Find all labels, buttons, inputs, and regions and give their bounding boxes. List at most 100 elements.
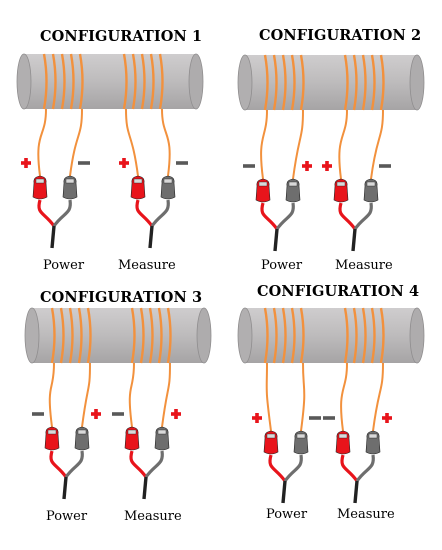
gray-wire	[144, 450, 164, 478]
panel-title: CONFIGURATION 2	[259, 27, 422, 44]
black-cord	[353, 480, 359, 504]
gray-wire	[283, 454, 303, 482]
measure-label: Measure	[118, 258, 176, 273]
coil-lead	[69, 108, 83, 177]
gray-wire	[64, 450, 84, 478]
panel-title: CONFIGURATION 1	[40, 28, 203, 45]
minus-sign	[112, 412, 124, 416]
coil-winding	[379, 54, 385, 111]
plus-sign	[91, 409, 101, 419]
black-cord	[50, 225, 56, 249]
coil-illustration	[24, 307, 212, 500]
coil-winding	[370, 54, 376, 111]
coil-lead	[81, 362, 91, 428]
coil-winding	[272, 54, 278, 111]
coil-winding	[290, 54, 296, 111]
coil-winding	[51, 53, 57, 110]
red-wire	[338, 202, 357, 230]
plus-sign	[382, 413, 392, 423]
panel-title: CONFIGURATION 3	[40, 289, 203, 306]
rod-body	[245, 308, 417, 363]
gray-plug	[160, 175, 176, 200]
coil-winding	[149, 53, 155, 110]
coil-illustration	[16, 53, 204, 249]
gray-wire	[52, 199, 72, 227]
coil-lead	[260, 109, 268, 180]
red-plug	[255, 178, 271, 203]
rod-body	[32, 308, 204, 363]
gray-plug	[363, 178, 379, 203]
gray-plug	[74, 426, 90, 451]
gray-plug	[293, 430, 309, 455]
power-label: Power	[43, 258, 85, 273]
red-wire	[49, 450, 68, 478]
coil-winding	[281, 307, 287, 364]
rod-right-end	[409, 54, 425, 111]
rod-left-end	[16, 53, 32, 110]
coil-winding	[263, 307, 269, 364]
measure-label: Measure	[335, 258, 393, 273]
configuration-panel-2: CONFIGURATION 2 Power Measure	[221, 0, 442, 275]
black-cord	[142, 476, 148, 500]
rod-left-end	[237, 54, 253, 111]
coil-winding	[140, 53, 146, 110]
coil-winding	[86, 307, 92, 364]
red-wire	[340, 454, 359, 482]
red-plug	[335, 430, 351, 455]
red-wire	[260, 202, 279, 230]
coil-winding	[77, 307, 83, 364]
red-wire	[37, 199, 56, 227]
coil-winding	[60, 53, 66, 110]
coil-winding	[352, 307, 358, 364]
gray-wire	[150, 199, 170, 227]
coil-winding	[59, 307, 65, 364]
coil-lead	[48, 362, 55, 428]
red-plug	[44, 426, 60, 451]
coil-lead	[161, 108, 171, 177]
red-plug	[124, 426, 140, 451]
red-wire	[129, 450, 148, 478]
panel-title: CONFIGURATION 4	[257, 283, 420, 300]
coil-lead	[372, 362, 384, 432]
coil-winding	[379, 307, 385, 364]
coil-winding	[158, 53, 164, 110]
rod-left-end	[237, 307, 253, 364]
gray-wire	[353, 202, 373, 230]
gray-wire	[355, 454, 375, 482]
power-label: Power	[46, 509, 88, 524]
rod-body	[245, 55, 417, 110]
coil-winding	[281, 54, 287, 111]
black-cord	[281, 480, 287, 504]
power-label: Power	[261, 258, 303, 273]
coil-winding	[69, 53, 75, 110]
coil-winding	[130, 307, 136, 364]
minus-sign	[323, 416, 335, 420]
coil-lead	[161, 362, 171, 428]
coil-winding	[148, 307, 154, 364]
coil-winding	[352, 54, 358, 111]
coil-winding	[50, 307, 56, 364]
measure-label: Measure	[337, 507, 395, 522]
coil-lead	[37, 108, 47, 177]
gray-wire	[275, 202, 295, 230]
configuration-panel-1: CONFIGURATION 1 Power Measure	[0, 0, 221, 275]
rod-right-end	[188, 53, 204, 110]
minus-sign	[176, 161, 188, 165]
plus-sign	[171, 409, 181, 419]
coil-lead	[370, 109, 384, 180]
coil-lead	[265, 362, 272, 432]
minus-sign	[309, 416, 321, 420]
red-plug	[32, 175, 48, 200]
coil-lead	[125, 108, 139, 177]
coil-lead	[128, 362, 135, 428]
rod-right-end	[196, 307, 212, 364]
coil-winding	[263, 54, 269, 111]
coil-winding	[68, 307, 74, 364]
coil-winding	[131, 53, 137, 110]
red-wire	[135, 199, 154, 227]
coil-lead	[338, 109, 348, 180]
red-wire	[268, 454, 287, 482]
